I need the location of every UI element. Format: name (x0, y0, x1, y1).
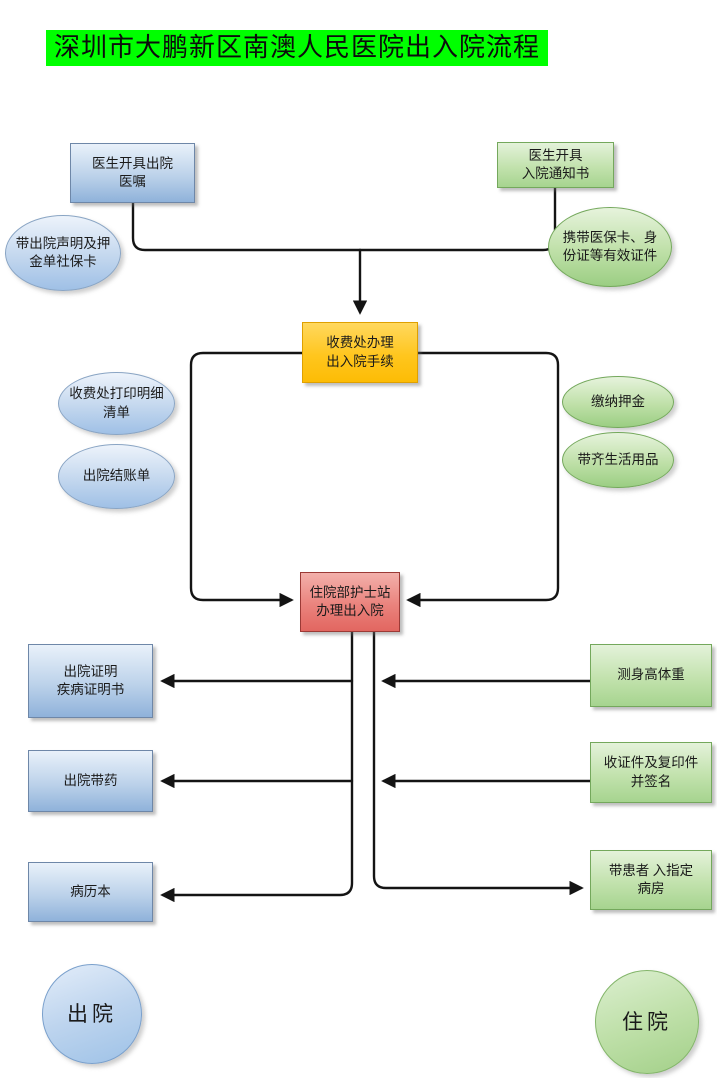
node-discharge-medicine: 出院带药 (28, 750, 153, 812)
node-pay-deposit: 缴纳押金 (562, 376, 674, 428)
node-bring-discharge-statement: 带出院声明及押 金单社保卡 (5, 215, 121, 291)
edge-admission-notice-to-junction (358, 186, 557, 252)
edge-discharge-order-to-junction (131, 200, 362, 252)
node-lead-patient-to-ward: 带患者 入指定 病房 (590, 850, 712, 910)
node-fee-office-procedures: 收费处办理 出入院手续 (302, 322, 418, 383)
node-bring-insurance-card: 携带医保卡、身 份证等有效证件 (548, 207, 672, 287)
edge-nurse-station-to-medical-record-book (160, 630, 354, 903)
node-collect-documents-sign: 收证件及复印件 并签名 (590, 742, 712, 803)
edge-fee-office-right-loop-to-nurse-station (406, 351, 560, 608)
edge-fee-office-left-loop-to-nurse-station (189, 351, 304, 608)
node-admission-terminal: 住院 (595, 970, 699, 1074)
node-discharge-bill: 出院结账单 (58, 444, 175, 509)
node-doctor-admission-notice: 医生开具 入院通知书 (497, 142, 614, 188)
node-print-detail-list: 收费处打印明细 清单 (58, 372, 175, 435)
node-discharge-terminal: 出院 (42, 964, 142, 1064)
node-measure-height-weight: 测身高体重 (590, 644, 712, 707)
node-doctor-discharge-order: 医生开具出院 医嘱 (70, 143, 195, 203)
page-title: 深圳市大鹏新区南澳人民医院出入院流程 (46, 30, 549, 66)
node-medical-record-book: 病历本 (28, 862, 153, 922)
node-nurse-station: 住院部护士站 办理出入院 (300, 572, 400, 632)
node-discharge-certificate: 出院证明 疾病证明书 (28, 644, 153, 718)
edge-nurse-station-to-ward (372, 630, 584, 896)
node-bring-daily-necessities: 带齐生活用品 (562, 432, 674, 488)
